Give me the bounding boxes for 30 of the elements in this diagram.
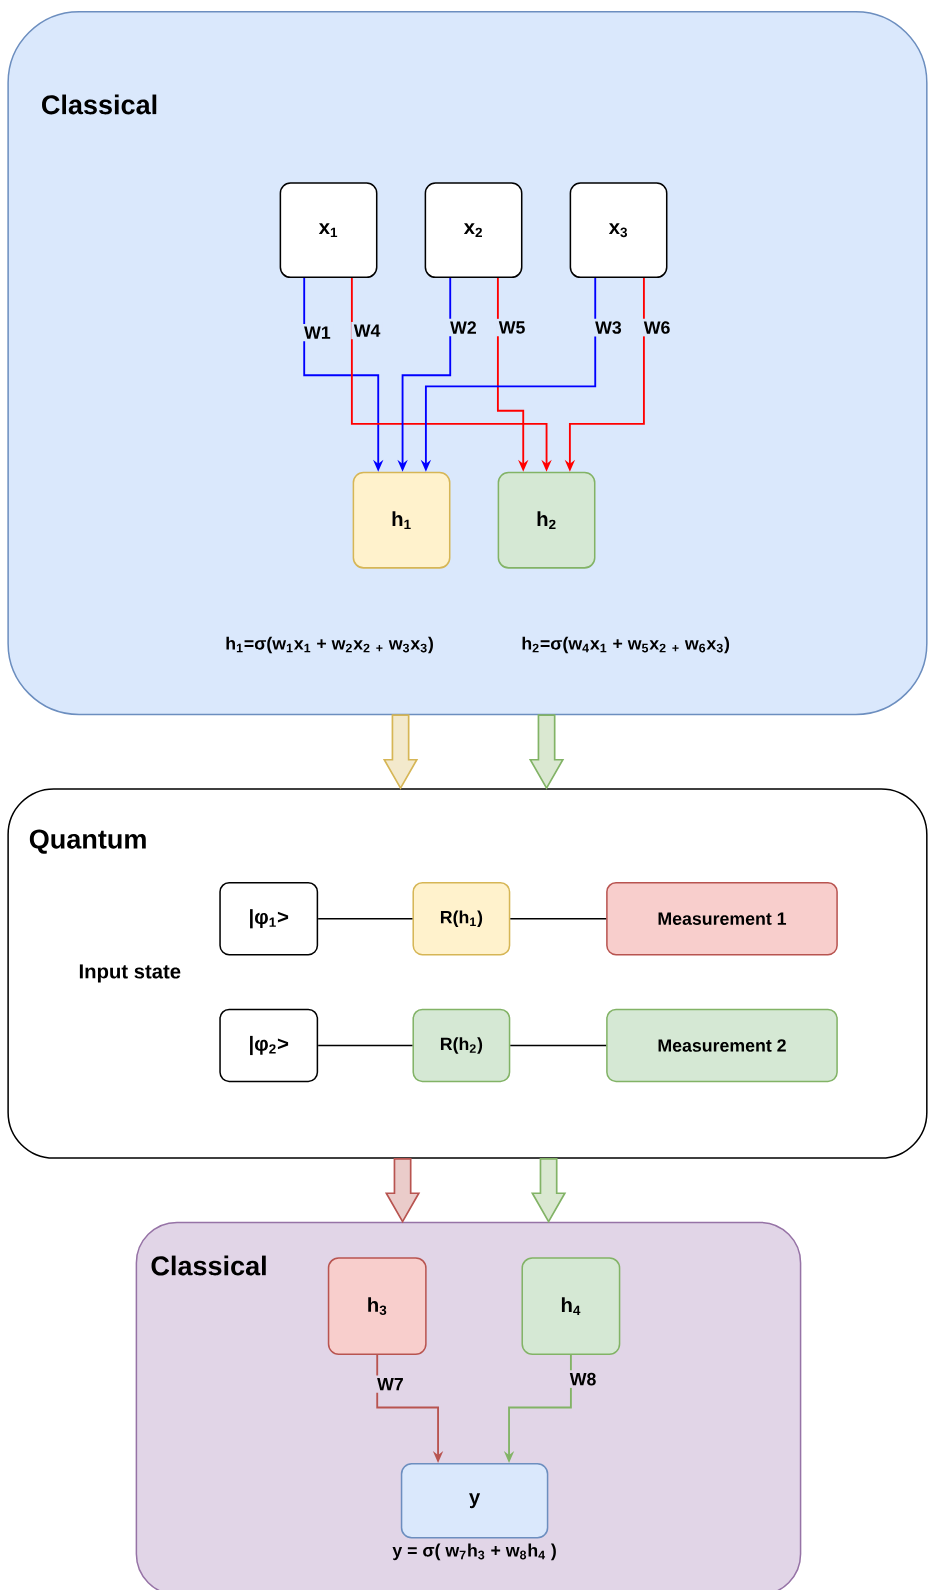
panel-title: Classical [42, 94, 157, 115]
connector-line [317, 918, 414, 920]
connector-line [509, 1044, 607, 1047]
hidden-node-box: h$_{2}$ [497, 471, 596, 569]
measurement-box: Measurement 2 [606, 1008, 838, 1083]
block-arrow [382, 714, 419, 790]
block-arrow [384, 1157, 421, 1224]
output-box: y [400, 1463, 549, 1539]
block-arrow [531, 1157, 567, 1224]
hidden-node-box: h$_{3}$ [327, 1257, 427, 1355]
row-label: Input state [79, 964, 181, 983]
input-box: x$_{2}$ [424, 182, 523, 279]
panel-title: Quantum [29, 829, 146, 854]
input-box: x$_{3}$ [569, 182, 668, 279]
gate-box: R(h$_{1}$) [412, 881, 511, 956]
connector-line [509, 918, 607, 920]
state-box: |φ$_{2}$> [219, 1008, 319, 1083]
formula-text: h$_{1}$=σ(w$_{1}$x$_{1}$ + w$_{2}$x$_{2 +}$ w$_{3}$x$_{3}$) [226, 636, 434, 654]
connector-line [317, 1044, 414, 1047]
block-arrow [528, 714, 565, 790]
state-box: |φ$_{1}$> [219, 881, 319, 956]
measurement-box: Measurement 1 [606, 881, 838, 956]
panel-title: Classical [151, 1255, 266, 1276]
gate-box: R(h$_{2}$) [412, 1008, 511, 1083]
formula-text: y = σ( w$_{7}$h$_{3}$ + w$_{8}$h$_{4}$ ) [392, 1543, 556, 1561]
formula-text: h$_{2}$=σ(w$_{4}$x$_{1}$ + w$_{5}$x$_{2 +}$ w$_{6}$x$_{3}$) [522, 636, 730, 654]
edge-label: W8 [567, 1370, 599, 1388]
hidden-node-box: h$_{4}$ [521, 1257, 621, 1355]
hidden-node-box: h$_{1}$ [352, 471, 451, 569]
input-box: x$_{1}$ [279, 182, 378, 279]
